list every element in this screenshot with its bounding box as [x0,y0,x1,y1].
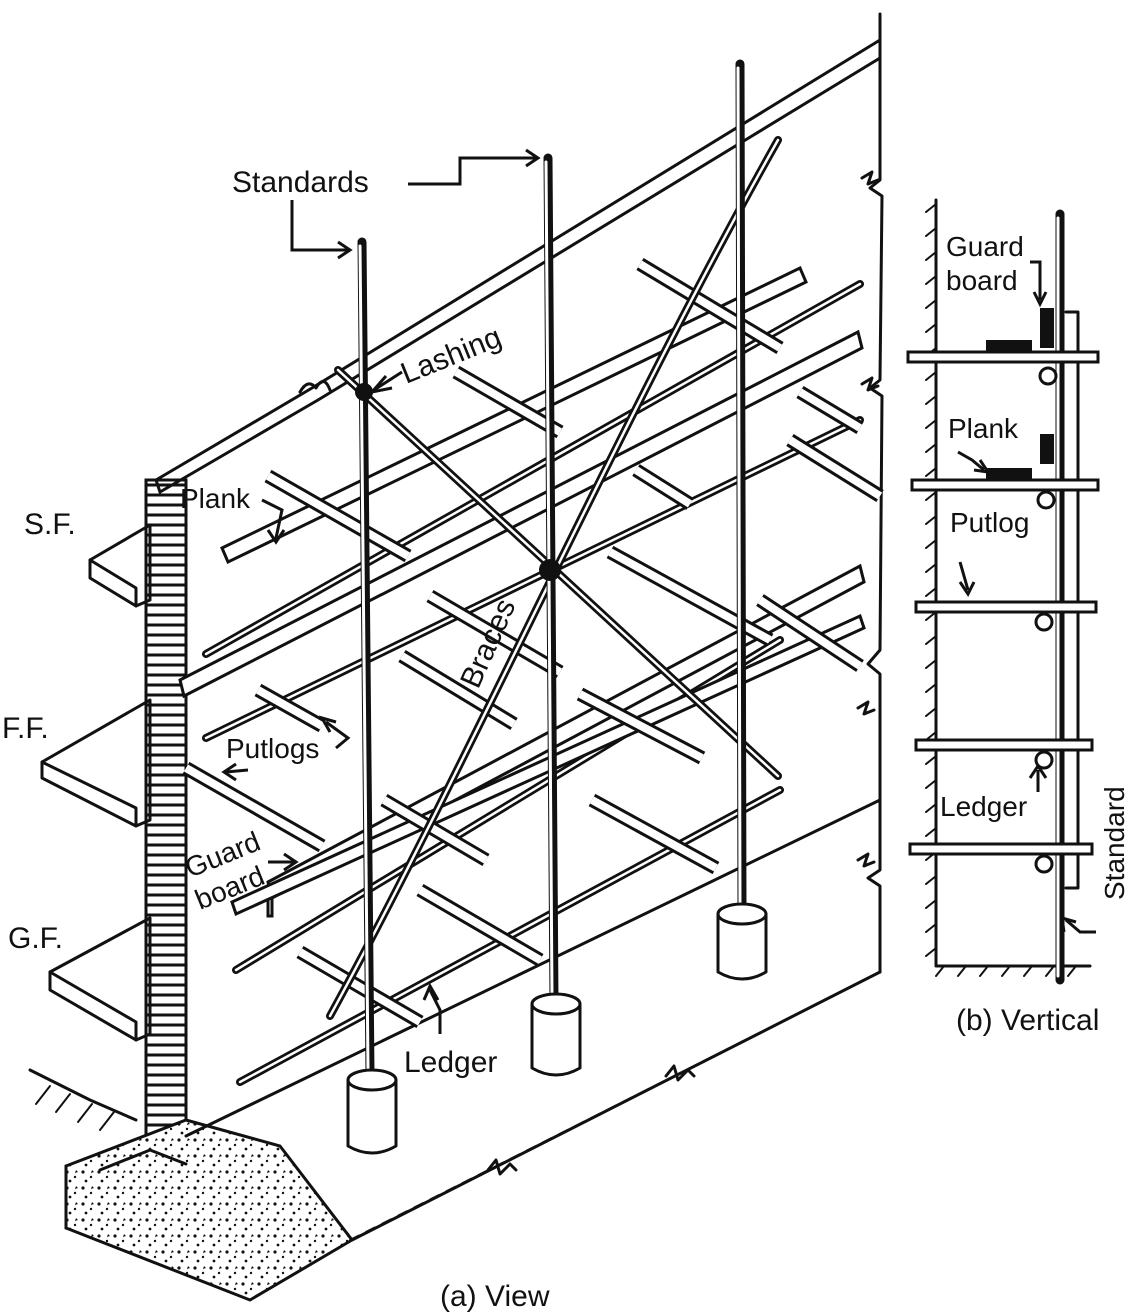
base-blocks [346,902,768,1155]
label-ground-floor: G.F. [8,922,63,955]
vlabel-standard: Standard [1099,786,1128,900]
vlabel-putlog: Putlog [950,507,1029,538]
vlabel-plank: Plank [948,413,1019,444]
label-ledger: Ledger [404,1046,497,1079]
wall-section [144,478,188,1172]
label-lashing: Lashing [396,321,506,391]
foundation [28,798,882,1302]
label-plank: Plank [180,483,251,514]
label-first-floor: F.F. [2,712,49,745]
leader-lines [221,148,541,1034]
vlabel-ledger: Ledger [940,791,1027,822]
vertical-putlogs [906,350,1100,874]
view-drawing [28,12,884,1302]
lashings [355,383,561,581]
vlabel-guard-2: board [946,265,1018,296]
base-block [346,1068,398,1155]
caption-vertical: (b) Vertical [956,1004,1099,1037]
label-standards: Standards [232,166,369,199]
wall-top [154,12,884,974]
label-putlogs: Putlogs [226,733,319,764]
floor-slabs [40,523,152,1042]
caption-view: (a) View [440,1280,550,1313]
putlogs [182,257,884,1029]
vertical-drawing [906,198,1100,985]
base-block [716,902,768,981]
vlabel-guard-1: Guard [946,231,1024,262]
label-second-floor: S.F. [24,508,76,541]
base-block [530,992,582,1077]
